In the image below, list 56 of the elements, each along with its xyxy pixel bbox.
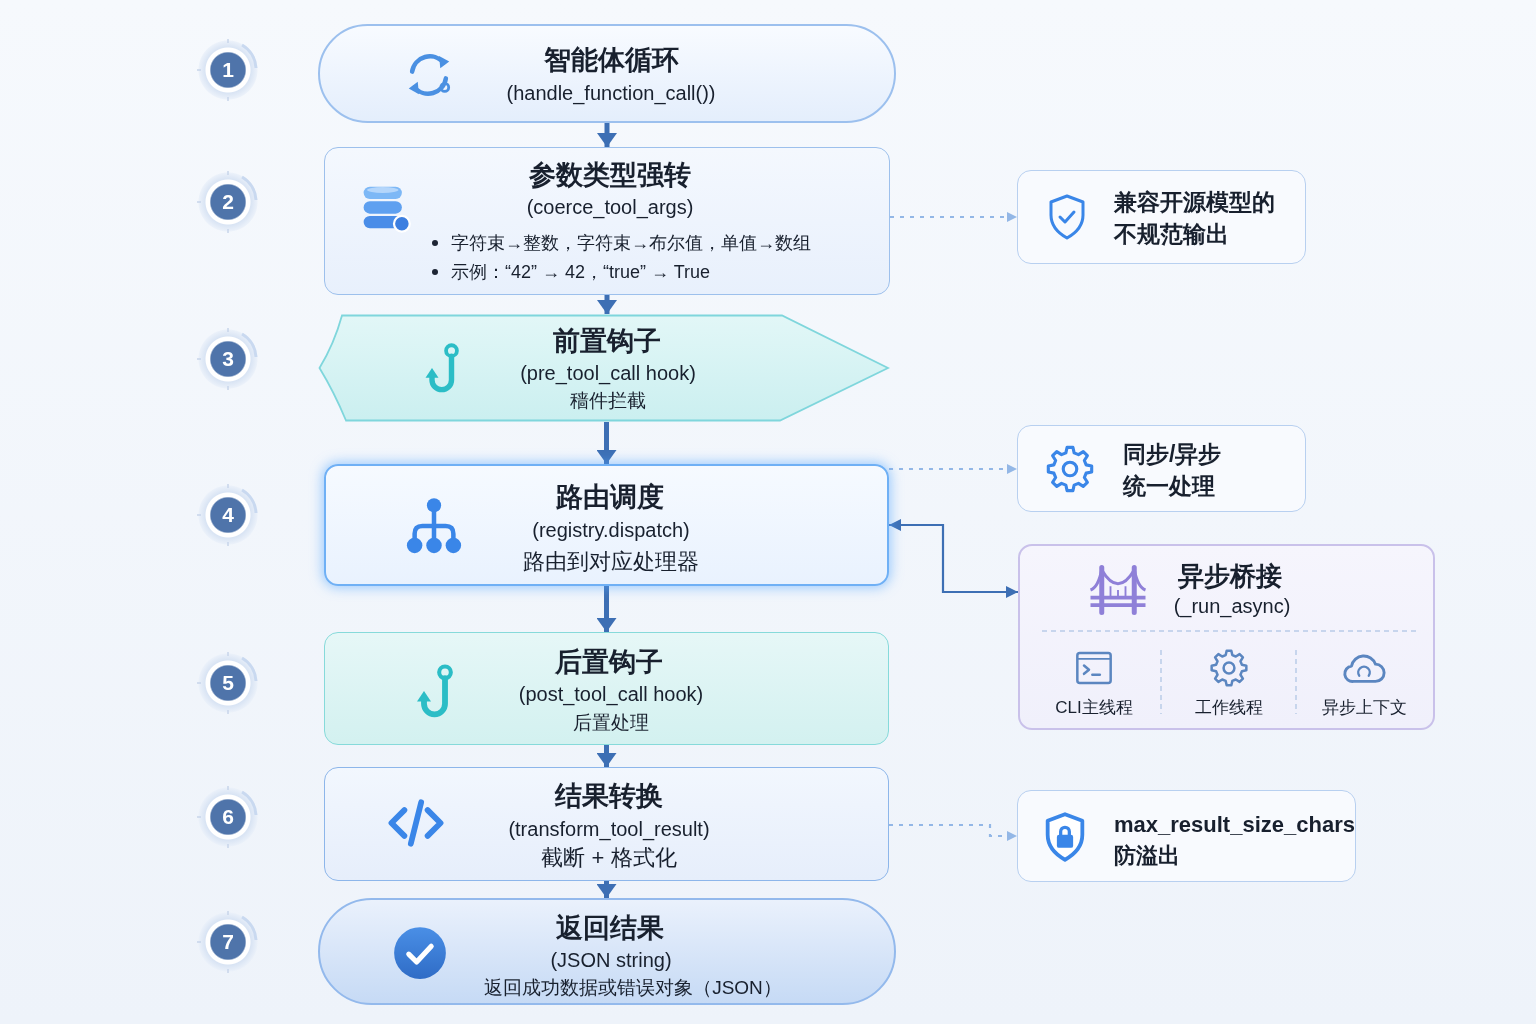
function-name: (coerce_tool_args) <box>526 194 694 220</box>
node-title: 智能体循环 <box>543 44 679 78</box>
dashed-arrow <box>890 212 1017 222</box>
dashed-arrow <box>889 464 1017 474</box>
node-title: 参数类型强转 <box>529 159 691 193</box>
item-label: CLI主线程 <box>1055 697 1133 719</box>
step-badge: 2 <box>196 170 260 234</box>
process-box <box>324 464 889 586</box>
node-description: 路由到对应处理器 <box>523 548 699 576</box>
note-text: 防溢出 <box>1114 842 1180 870</box>
dashed-arrow <box>889 823 1017 841</box>
function-name: (registry.dispatch) <box>532 517 690 543</box>
note-text: 兼容开源模型的不规范输出 <box>1114 188 1276 249</box>
node-title: 结果转换 <box>555 780 663 814</box>
note-box <box>1017 170 1306 264</box>
bullet-text: 字符束→整数，字符束→布尔值，单值→数组 <box>451 231 811 255</box>
node-title: 异步桥接 <box>1178 559 1282 593</box>
process-box <box>324 147 890 295</box>
item-label: 异步上下文 <box>1321 697 1407 719</box>
process-box <box>324 632 889 745</box>
function-name: (pre_tool_call hook) <box>520 360 696 386</box>
process-box <box>324 767 889 881</box>
arrow <box>599 745 614 767</box>
step-badge: 1 <box>196 38 260 102</box>
node-title: 路由调度 <box>556 481 664 515</box>
arrow <box>600 295 614 314</box>
bullet-text: 示例：“42” → 42，“true” → True <box>451 260 711 284</box>
note-box <box>1017 425 1306 512</box>
double-arrow <box>889 519 1018 598</box>
function-name: (handle_function_call()) <box>506 80 716 106</box>
note-text: 同步/异步统一处理 <box>1123 440 1223 501</box>
step-badge: 7 <box>196 910 260 974</box>
node-title: 前置钩子 <box>553 325 661 359</box>
detail-panel <box>1018 544 1435 730</box>
function-name: (_run_async) <box>1173 593 1291 619</box>
node-title: 后置钩子 <box>555 646 663 680</box>
hexagon-box <box>318 314 890 422</box>
node-title: 返回结果 <box>556 912 664 946</box>
node-description: 返回成功数据或错误对象（JSON） <box>484 976 782 1000</box>
function-name: (JSON string) <box>550 947 672 973</box>
note-text: max_result_size_chars <box>1114 811 1355 839</box>
item-label: 工作线程 <box>1195 697 1263 719</box>
arrow <box>599 881 614 898</box>
arrow <box>600 123 614 147</box>
step-badge: 4 <box>196 483 260 547</box>
node-description: 后置处理 <box>573 711 649 735</box>
step-badge: 3 <box>196 327 260 391</box>
function-name: (post_tool_call hook) <box>518 681 704 707</box>
node-description: 截断 + 格式化 <box>541 844 677 872</box>
step-badge: 5 <box>196 651 260 715</box>
step-badge: 6 <box>196 785 260 849</box>
arrow <box>599 422 614 464</box>
arrow <box>599 586 614 632</box>
node-description: 穑件拦截 <box>570 389 646 413</box>
function-name: (transform_tool_result) <box>508 816 710 842</box>
note-box <box>1017 790 1356 882</box>
